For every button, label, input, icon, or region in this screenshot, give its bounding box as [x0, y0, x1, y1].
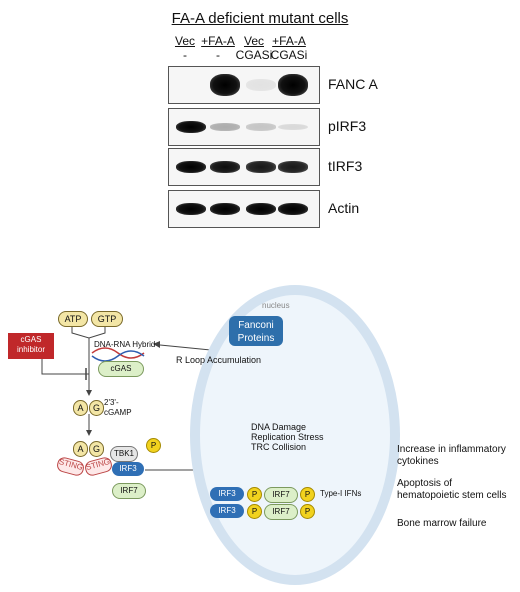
phospho-irf3-top: P — [247, 487, 262, 502]
phospho-irf3-bottom: P — [247, 504, 262, 519]
lane-label-bottom: - — [183, 48, 187, 62]
blot-band — [210, 161, 240, 173]
lane-label-bottom: CGASi — [235, 48, 273, 62]
lane-label-top: Vec — [174, 34, 195, 48]
outcome-3: Bone marrow failure — [397, 518, 487, 529]
stress-2: Replication Stress — [251, 432, 324, 442]
nucleus-label: nucleus — [262, 301, 290, 310]
cgamp-label: 2'3'-cGAMP — [104, 398, 132, 417]
blot-row-label: FANC A — [328, 76, 378, 92]
gtp-pill: GTP — [91, 311, 123, 327]
blot-strip — [168, 108, 320, 146]
lane-label-top: Vec — [243, 34, 264, 48]
cgamp-g: G — [89, 400, 104, 416]
blot-band — [176, 121, 206, 133]
atp-pill: ATP — [58, 311, 88, 327]
rloop-label: R Loop Accumulation — [176, 355, 262, 365]
hybrid-label: DNA-RNA Hybrid — [94, 340, 156, 349]
fanconi-box: Fanconi Proteins — [229, 316, 283, 346]
blot-band — [246, 203, 276, 215]
phospho-irf7-top: P — [300, 487, 315, 502]
blot-band — [278, 161, 308, 173]
cgas-inhibitor-box: cGAS inhibitor — [8, 333, 54, 359]
outcome-2: Apoptosis of hematopoietic stem cells — [397, 478, 507, 501]
blot-strip — [168, 66, 320, 104]
type1-ifn-label: Type-I IFNs — [320, 489, 362, 498]
irf7-cytoplasm: IRF7 — [112, 483, 146, 499]
blot-strip — [168, 148, 320, 186]
blot-band — [246, 79, 276, 91]
blot-band — [246, 123, 276, 131]
irf3-cytoplasm: IRF3 — [112, 462, 144, 476]
cgas-oval: cGAS — [98, 361, 144, 377]
sting-g: G — [89, 441, 104, 457]
blot-band — [210, 74, 240, 96]
lane-label-bottom: - — [216, 48, 220, 62]
irf7-nuclear-top: IRF7 — [264, 487, 298, 503]
blot-band — [210, 123, 240, 131]
blot-band — [278, 123, 308, 131]
irf3-nuclear-bottom: IRF3 — [210, 504, 244, 518]
blot-title: FA-A deficient mutant cells — [171, 10, 349, 27]
blot-row-label: tIRF3 — [328, 158, 363, 174]
outcome-1: Increase in inflammatory cytokines — [397, 444, 506, 467]
phospho-irf7-bottom: P — [300, 504, 315, 519]
blot-band — [176, 203, 206, 215]
tbk1-oval: TBK1 — [110, 446, 138, 462]
blot-row-label: pIRF3 — [328, 118, 367, 134]
blot-row-label: Actin — [328, 200, 360, 216]
blot-band — [210, 203, 240, 215]
blot-band — [246, 161, 276, 173]
phospho-tbk1: P — [146, 438, 161, 453]
blot-band — [278, 203, 308, 215]
lane-label-top: +FA-A — [272, 34, 306, 48]
blot-band — [278, 74, 308, 96]
nucleus-membrane — [190, 285, 400, 585]
irf3-nuclear-top: IRF3 — [210, 487, 244, 501]
stress-3: TRC Collision — [251, 442, 307, 452]
blot-strip — [168, 190, 320, 228]
cgamp-a: A — [73, 400, 88, 416]
irf7-nuclear-bottom: IRF7 — [264, 504, 298, 520]
stress-1: DNA Damage — [251, 422, 307, 432]
lane-label-bottom: CGASi — [270, 48, 308, 62]
lane-label-top: +FA-A — [201, 34, 235, 48]
blot-band — [176, 161, 206, 173]
sting-a: A — [73, 441, 88, 457]
